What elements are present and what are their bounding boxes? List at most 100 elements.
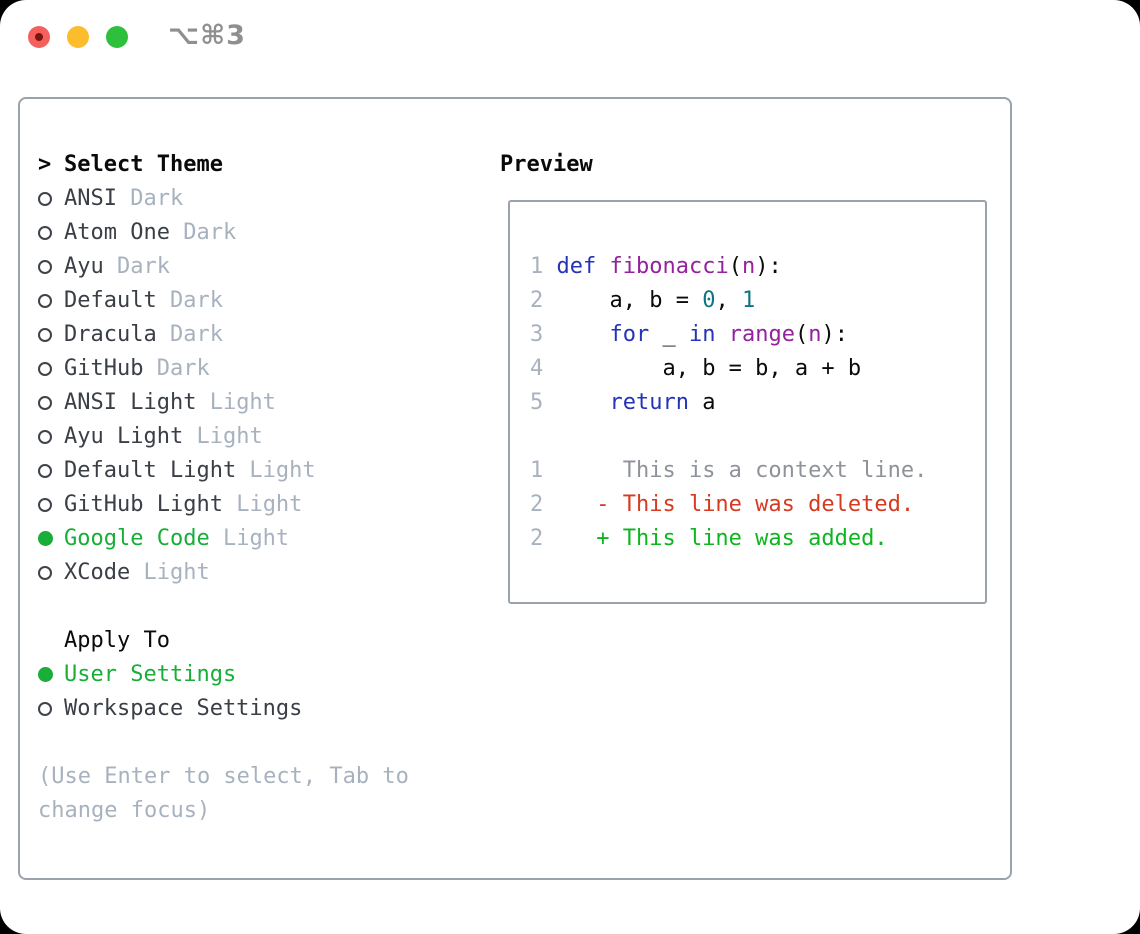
theme-variant: Dark bbox=[156, 288, 223, 313]
line-number: 2 bbox=[530, 288, 557, 313]
theme-name: Dracula bbox=[64, 322, 157, 347]
theme-name: GitHub Light bbox=[64, 492, 223, 517]
close-dot-icon bbox=[35, 33, 43, 41]
code-token: range bbox=[728, 322, 795, 347]
radio-unselected-icon bbox=[38, 260, 52, 274]
minimize-button[interactable] bbox=[67, 26, 89, 48]
theme-variant: Light bbox=[222, 492, 303, 517]
radio-marker bbox=[38, 692, 64, 726]
code-token: for bbox=[609, 322, 650, 347]
code-token: return bbox=[609, 390, 689, 415]
diff-line-context: 1 This is a context line. bbox=[530, 454, 927, 488]
code-token: ( bbox=[794, 322, 809, 347]
line-number: 5 bbox=[530, 390, 557, 415]
code-token: def bbox=[556, 254, 597, 279]
theme-name: ANSI bbox=[64, 186, 117, 211]
radio-unselected-icon bbox=[38, 566, 52, 580]
radio-selected-icon bbox=[38, 531, 53, 546]
diff-text: + This line was added. bbox=[543, 526, 888, 551]
theme-variant: Dark bbox=[156, 322, 223, 347]
theme-variant: Dark bbox=[103, 254, 170, 279]
theme-option[interactable]: ANSI Dark bbox=[38, 182, 440, 216]
code-line: 2 a, b = 0, 1 bbox=[530, 284, 927, 318]
radio-unselected-icon bbox=[38, 226, 52, 240]
hint-text: (Use Enter to select, Tab to change focu… bbox=[38, 764, 409, 823]
theme-name: Ayu bbox=[64, 254, 104, 279]
code-token: 1 bbox=[741, 288, 756, 313]
apply-option-label: Workspace Settings bbox=[64, 696, 303, 721]
code-token: n bbox=[808, 322, 822, 347]
select-theme-title: Select Theme bbox=[64, 152, 223, 177]
code-token: ( bbox=[728, 254, 742, 279]
line-number: 2 bbox=[530, 526, 544, 551]
apply-option[interactable]: Workspace Settings bbox=[38, 692, 440, 726]
code-token: ): bbox=[755, 254, 782, 279]
theme-option[interactable]: ANSI Light Light bbox=[38, 386, 440, 420]
theme-name: Google Code bbox=[64, 526, 210, 551]
code-token: 0 bbox=[702, 288, 716, 313]
spacer bbox=[38, 590, 440, 624]
apply-to-title: Apply To bbox=[64, 628, 170, 653]
radio-marker bbox=[38, 522, 64, 556]
radio-marker bbox=[38, 182, 64, 216]
radio-marker bbox=[38, 386, 64, 420]
theme-option[interactable]: XCode Light bbox=[38, 556, 440, 590]
radio-unselected-icon bbox=[38, 396, 52, 410]
code-token: a bbox=[688, 390, 716, 415]
theme-variant: Dark bbox=[169, 220, 237, 245]
apply-to-header: Apply To bbox=[38, 624, 440, 658]
code-token: in bbox=[688, 322, 716, 347]
theme-option[interactable]: Atom One Dark bbox=[38, 216, 440, 250]
theme-variant: Light bbox=[183, 424, 263, 449]
code-line: 4 a, b = b, a + b bbox=[530, 352, 927, 386]
theme-option[interactable]: GitHub Dark bbox=[38, 352, 440, 386]
theme-option[interactable]: Ayu Light Light bbox=[38, 420, 440, 454]
radio-marker bbox=[38, 658, 64, 692]
theme-option[interactable]: Default Light Light bbox=[38, 454, 440, 488]
theme-name: Default Light bbox=[64, 458, 237, 483]
radio-unselected-icon bbox=[38, 464, 52, 478]
theme-option[interactable]: Ayu Dark bbox=[38, 250, 440, 284]
zoom-button[interactable] bbox=[106, 26, 128, 48]
code-token bbox=[715, 322, 728, 347]
code-token: a, b = bbox=[556, 288, 703, 313]
radio-marker bbox=[38, 556, 64, 590]
radio-unselected-icon bbox=[38, 328, 52, 342]
prompt-caret-icon: > bbox=[38, 152, 52, 177]
theme-name: GitHub bbox=[64, 356, 144, 381]
radio-marker bbox=[38, 488, 64, 522]
code-line: 5 return a bbox=[530, 386, 927, 420]
diff-line-deleted: 2 - This line was deleted. bbox=[530, 488, 927, 522]
theme-option[interactable]: GitHub Light Light bbox=[38, 488, 440, 522]
code-token: , bbox=[715, 288, 742, 313]
theme-option[interactable]: Default Dark bbox=[38, 284, 440, 318]
code-token bbox=[557, 322, 610, 347]
theme-name: ANSI Light bbox=[64, 390, 197, 415]
radio-marker bbox=[38, 318, 64, 352]
code-token bbox=[596, 254, 609, 279]
select-theme-header: > Select Theme bbox=[38, 148, 440, 182]
spacer bbox=[38, 726, 440, 760]
code-token: a, b = b, a + b bbox=[556, 356, 862, 381]
line-number: 1 bbox=[530, 458, 544, 483]
theme-variant: Dark bbox=[143, 356, 210, 381]
theme-variant: Light bbox=[196, 390, 276, 415]
diff-text: - This line was deleted. bbox=[543, 492, 915, 517]
close-button[interactable] bbox=[28, 26, 50, 48]
code-token: fibonacci bbox=[609, 254, 729, 279]
preview-title: Preview bbox=[500, 152, 593, 177]
theme-option[interactable]: Dracula Dark bbox=[38, 318, 440, 352]
theme-option[interactable]: Google Code Light bbox=[38, 522, 440, 556]
diff-text: This is a context line. bbox=[543, 458, 928, 483]
line-number: 1 bbox=[530, 254, 557, 279]
theme-variant: Light bbox=[130, 560, 210, 585]
radio-unselected-icon bbox=[38, 702, 52, 716]
apply-option[interactable]: User Settings bbox=[38, 658, 440, 692]
radio-marker bbox=[38, 284, 64, 318]
